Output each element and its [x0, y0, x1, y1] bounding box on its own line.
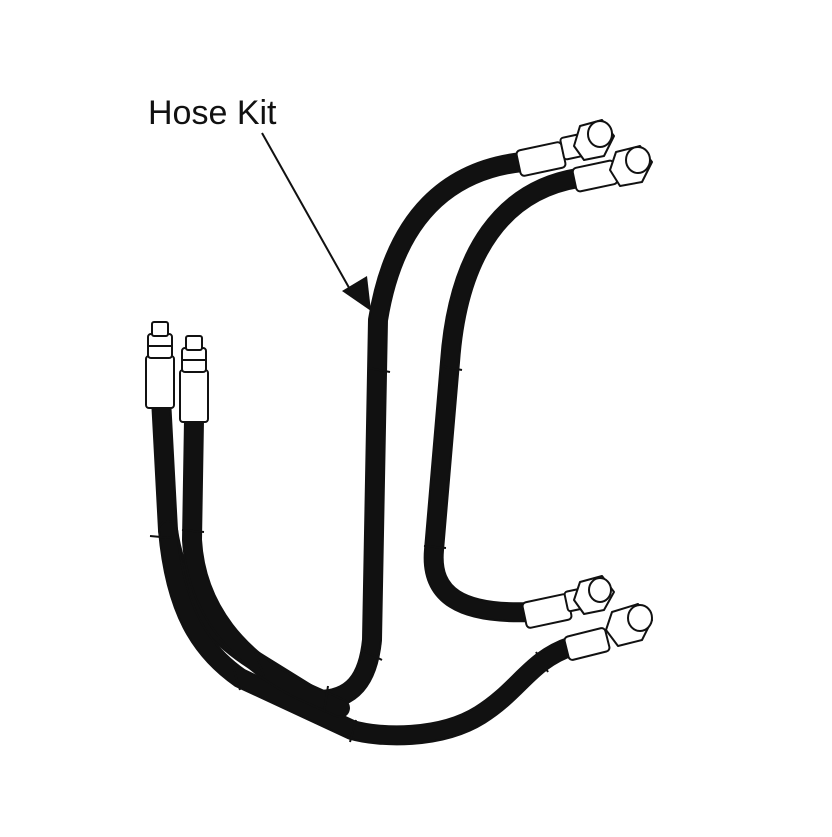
fitting-bottom-right-d: [563, 603, 653, 661]
hose-2: [423, 168, 588, 623]
fitting-top-right-a: [515, 119, 615, 177]
leader-arrow: [261, 132, 371, 311]
fitting-left-f: [179, 335, 209, 423]
fitting-left-e: [145, 321, 175, 409]
fitting-bottom-right-c: [521, 575, 615, 629]
hose-3: [158, 520, 582, 746]
callout-label: Hose Kit: [148, 94, 277, 132]
hose-joint-marks: [149, 365, 549, 743]
hose-1: [150, 152, 532, 710]
fitting-top-right-b: [571, 145, 653, 193]
hose-4: [182, 410, 350, 718]
